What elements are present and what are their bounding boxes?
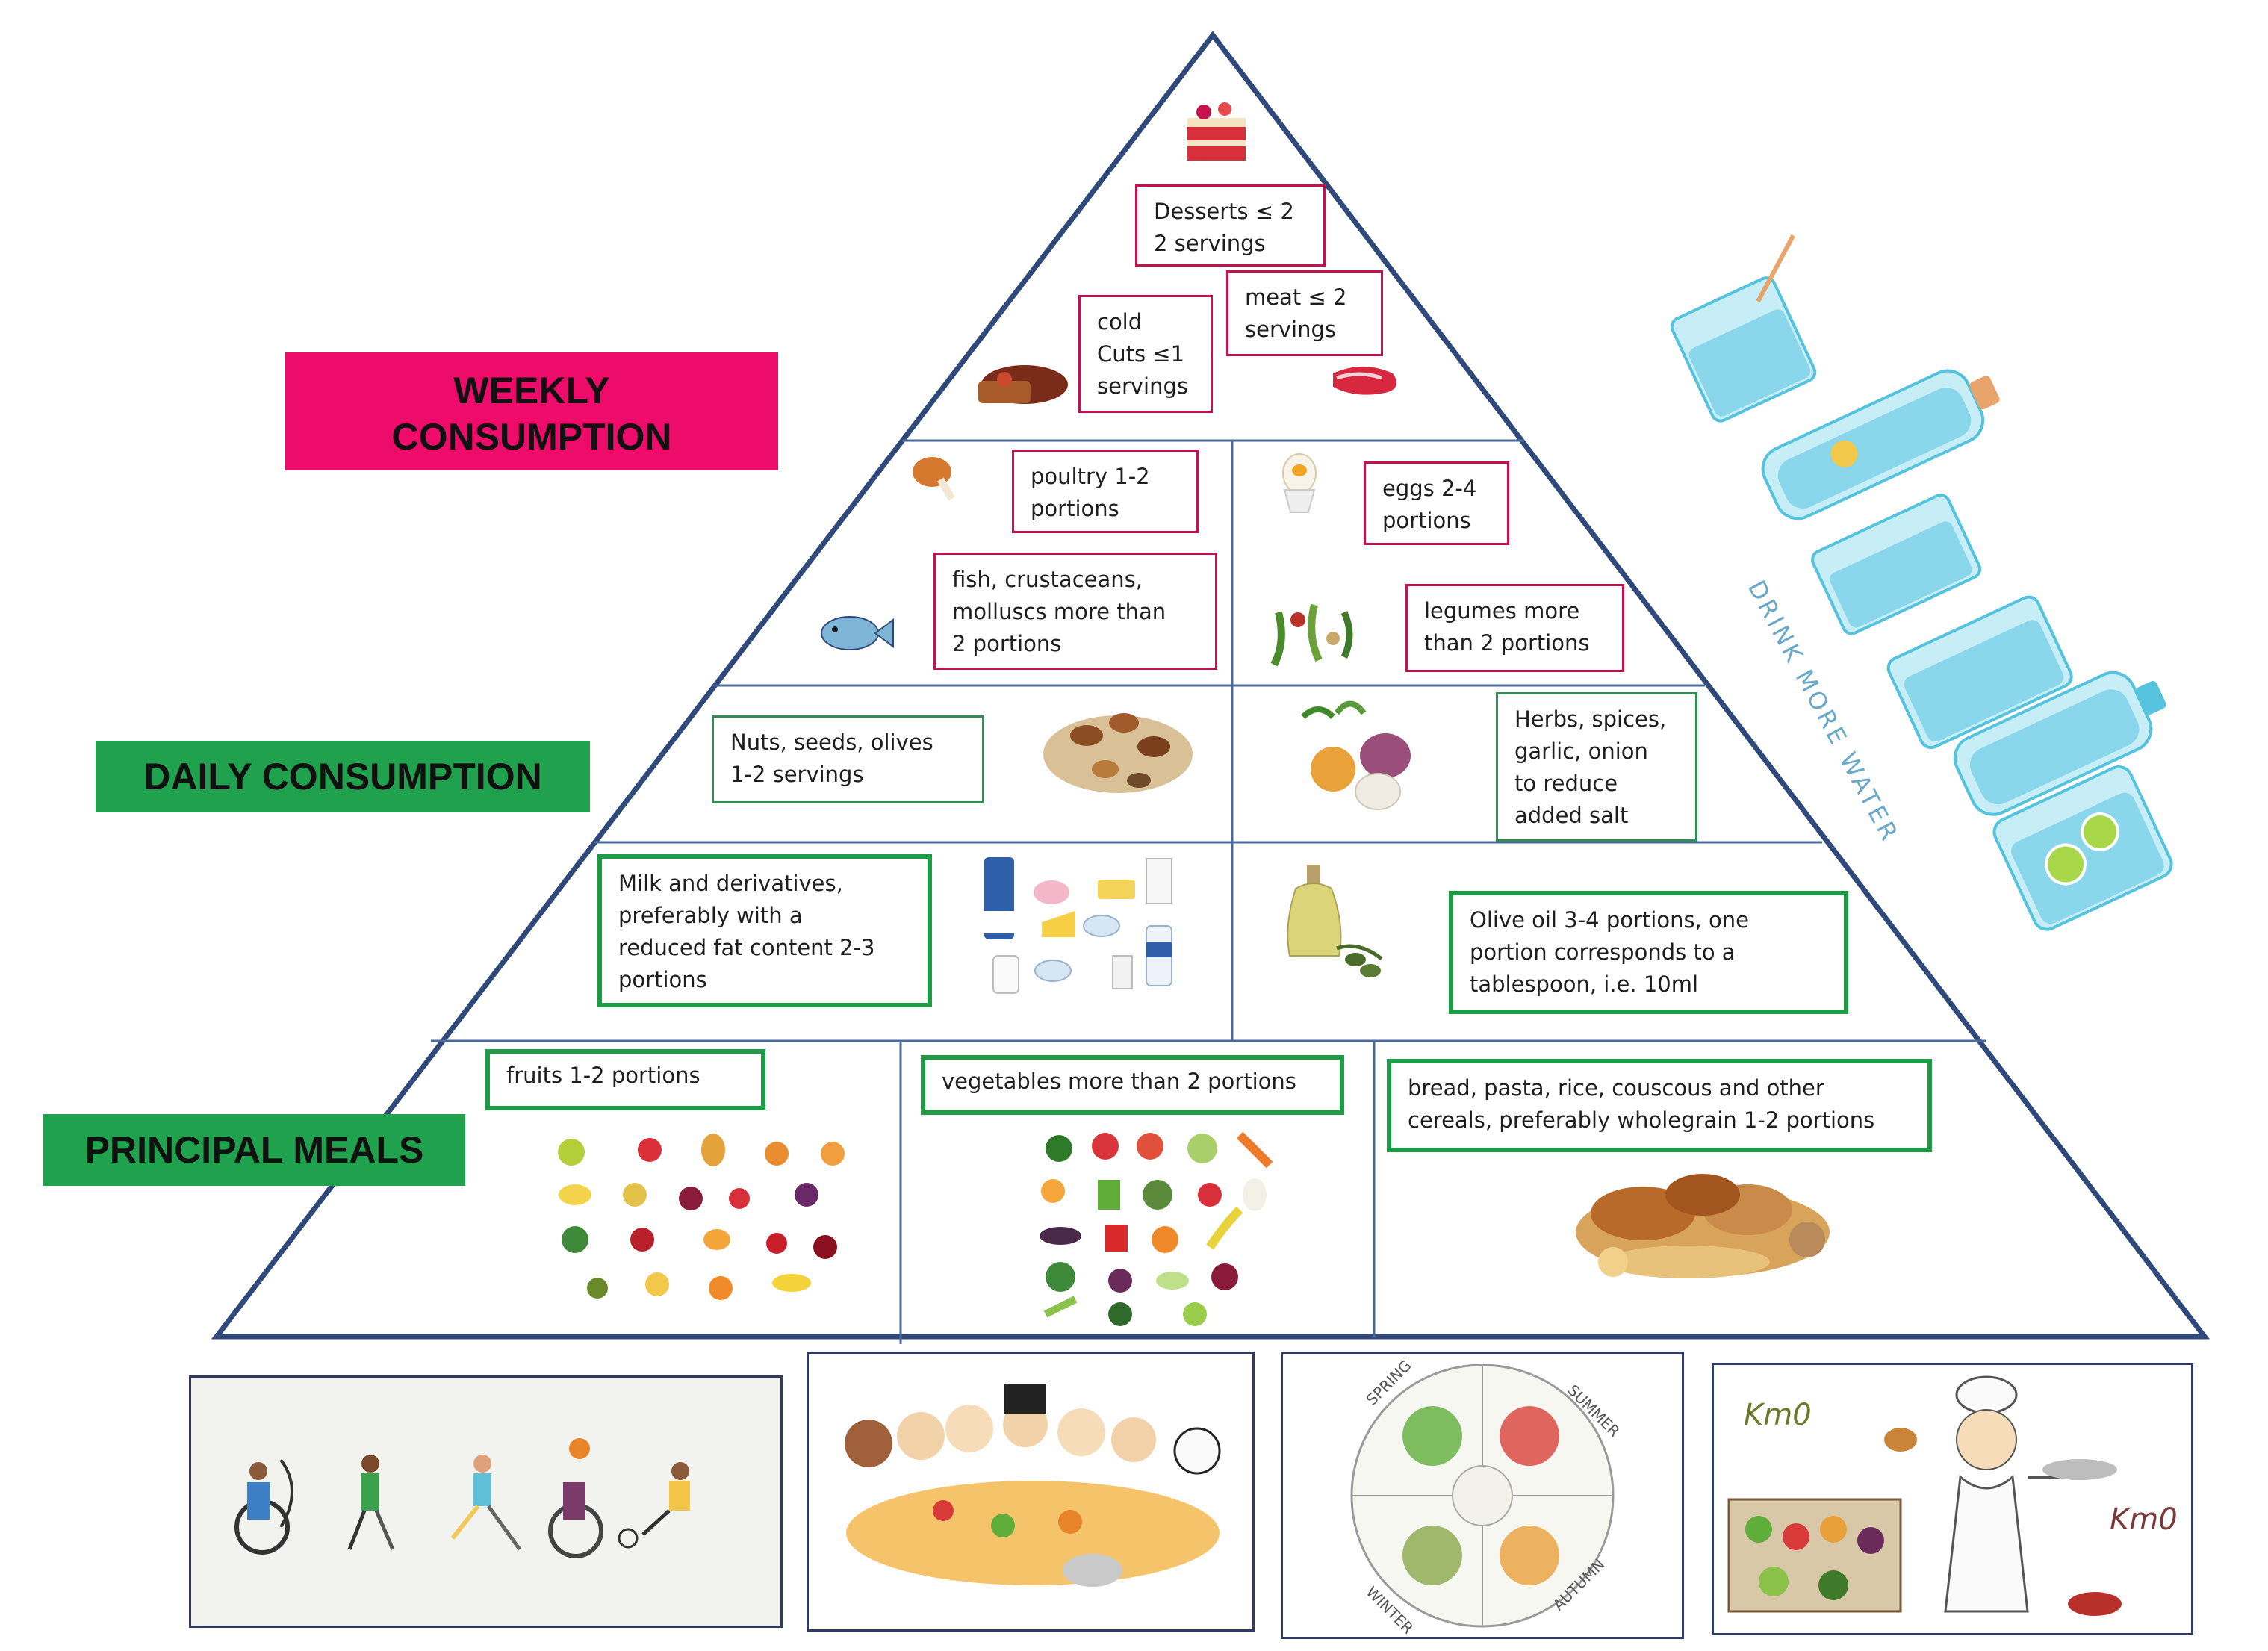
seasonal-wheel-illustration: SPRING SUMMER WINTER AUTUMN [1350, 1357, 1624, 1637]
athletes-illustration [234, 1438, 690, 1558]
desserts-label: Desserts ≤ 2 2 servings [1135, 184, 1326, 267]
milk-label: Milk and derivatives, preferably with a … [597, 854, 932, 1007]
bread-cereals-icon [1576, 1174, 1830, 1278]
wheelchair-basketball-icon [548, 1438, 603, 1558]
cake-icon [1187, 102, 1246, 161]
nuts-label: Nuts, seeds, olives 1-2 servings [712, 715, 984, 803]
family-meal-cartoon-image [807, 1352, 1255, 1632]
water-glasses-illustration: DRINK MORE WATER [1670, 234, 2173, 931]
sports-activity-image [189, 1375, 783, 1628]
herbs-label: Herbs, spices, garlic, onion to reduce a… [1496, 692, 1697, 842]
seasonal-food-wheel-image: SPRING SUMMER WINTER AUTUMN [1281, 1352, 1684, 1639]
fruits-collage-icon [558, 1134, 845, 1300]
legumes-label: legumes more than 2 portions [1405, 584, 1624, 672]
km0-chef-illustration: Km0 Km0 [1727, 1375, 2178, 1616]
herbs-vegetables-icon [1301, 700, 1411, 810]
cold-cuts-label: cold Cuts ≤1 servings [1078, 295, 1213, 413]
fruits-label: fruits 1-2 portions [485, 1049, 765, 1110]
olive-oil-label: Olive oil 3-4 portions, one portion corr… [1449, 891, 1848, 1014]
poultry-label: poultry 1-2 portions [1012, 450, 1199, 533]
runner-prosthetic-icon [347, 1455, 395, 1550]
principal-meals-label: PRINCIPAL MEALS [43, 1114, 465, 1186]
eggs-label: eggs 2-4 portions [1364, 461, 1509, 545]
weekly-consumption-label: WEEKLY CONSUMPTION [285, 352, 778, 470]
fish-icon [821, 616, 894, 650]
cereals-label: bread, pasta, rice, couscous and other c… [1387, 1059, 1932, 1152]
km0-label-right: Km0 [2110, 1502, 2178, 1537]
vegetables-collage-icon [1040, 1131, 1273, 1326]
legumes-icon [1270, 603, 1353, 667]
daily-consumption-label: DAILY CONSUMPTION [96, 741, 590, 812]
meat-label: meat ≤ 2 servings [1226, 270, 1383, 356]
sprinter-icon [450, 1455, 522, 1551]
steak-icon [1333, 367, 1397, 395]
chicken-leg-icon [913, 457, 955, 501]
tennis-player-icon [618, 1462, 690, 1549]
km0-label-left: Km0 [1744, 1398, 1812, 1432]
cold-cuts-icon [978, 365, 1068, 404]
family-meal-illustration [845, 1384, 1221, 1587]
fish-label: fish, crustaceans, molluscs more than 2 … [933, 553, 1217, 670]
olive-oil-bottle-icon [1287, 865, 1383, 977]
km0-chef-market-image: Km0 Km0 [1712, 1363, 2193, 1635]
boiled-egg-icon [1282, 453, 1317, 513]
vegetables-label: vegetables more than 2 portions [921, 1055, 1344, 1115]
dairy-products-icon [984, 857, 1172, 994]
nuts-icon [1043, 713, 1193, 793]
archer-wheelchair-icon [234, 1458, 293, 1555]
